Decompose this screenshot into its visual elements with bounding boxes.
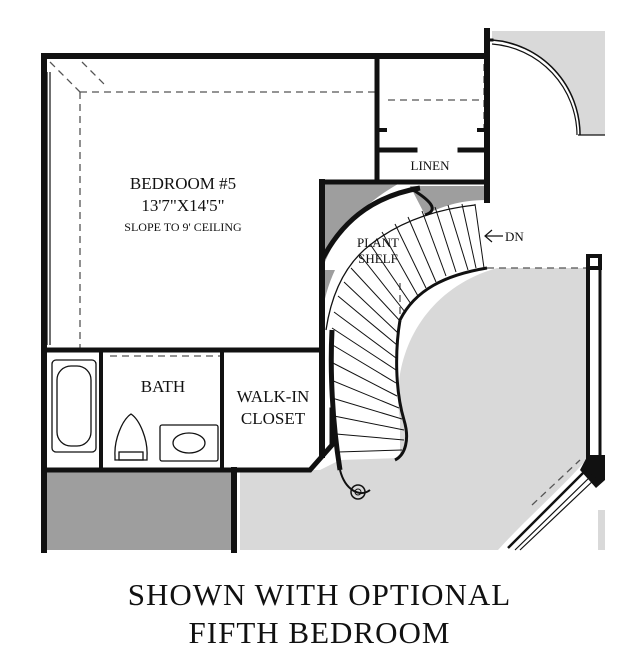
- walk-in-closet-label-2: CLOSET: [241, 409, 306, 428]
- shaded-area-stair-right: [410, 186, 486, 215]
- column-corner: [580, 455, 605, 488]
- bedroom-name: BEDROOM #5: [130, 174, 236, 193]
- floor-plan: BEDROOM #5 13'7"X14'5" SLOPE TO 9' CEILI…: [41, 28, 605, 553]
- shaded-area-stair-top: [322, 184, 398, 262]
- open-to-below-strip: [598, 510, 605, 550]
- dn-label: DN: [505, 229, 524, 244]
- window-left: [46, 72, 51, 345]
- plant-shelf-label-2: SHELF: [358, 251, 398, 266]
- sink: [159, 424, 219, 462]
- column-post-inner: [590, 258, 598, 266]
- shaded-area-stair-left: [322, 270, 335, 315]
- bathtub: [51, 359, 97, 453]
- curved-staircase: [319, 185, 488, 500]
- plant-shelf-label-1: PLANT: [357, 235, 399, 250]
- linen-label: LINEN: [411, 158, 451, 173]
- walk-in-closet-label-1: WALK-IN: [237, 387, 310, 406]
- toilet: [114, 413, 148, 461]
- diagonal-railing: [507, 469, 597, 551]
- bedroom-ceiling-note: SLOPE TO 9' CEILING: [124, 220, 242, 234]
- bath-label: BATH: [141, 377, 185, 396]
- stair-down-arrow: [484, 229, 503, 243]
- curved-railing-top: [491, 39, 605, 136]
- open-to-below-main: [240, 268, 588, 550]
- caption-line-2: FIFTH BEDROOM: [188, 615, 451, 650]
- bedroom-size: 13'7"X14'5": [141, 196, 224, 215]
- caption-line-1: SHOWN WITH OPTIONAL: [127, 577, 512, 612]
- shaded-area-bottom: [47, 470, 234, 550]
- walls: [41, 28, 602, 553]
